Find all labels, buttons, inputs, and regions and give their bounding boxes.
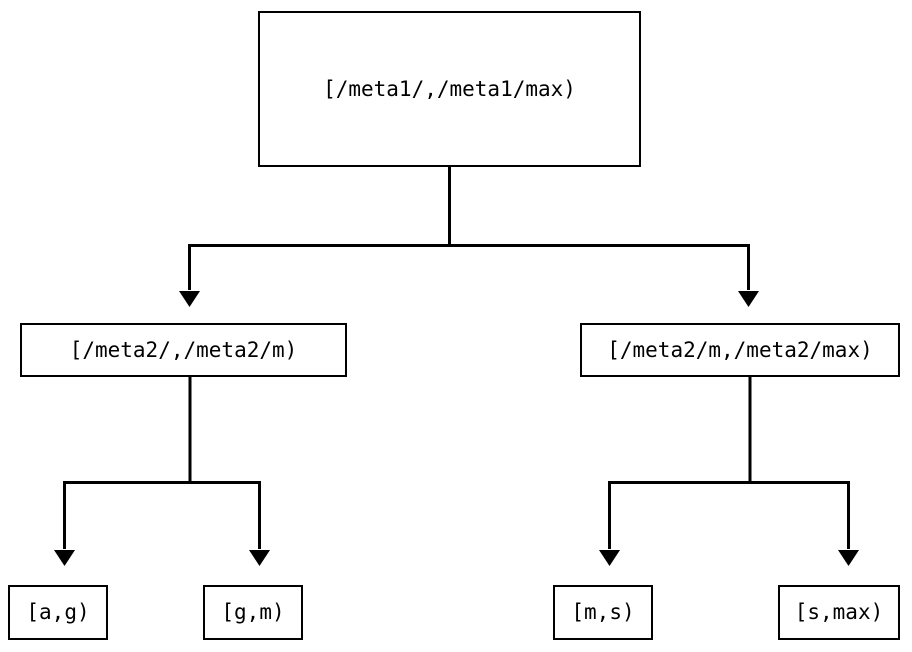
arrowhead-icon (179, 291, 200, 307)
edge-mid-right-to-leaf-3 (599, 377, 752, 566)
arrowhead-icon (599, 550, 620, 566)
tree-node-label: [/meta2/m,/meta2/max) (607, 337, 873, 362)
tree-node-mid-right[interactable]: [/meta2/m,/meta2/max) (580, 323, 900, 377)
arrowhead-icon (738, 291, 759, 307)
edge-root-to-mid-left (179, 167, 451, 307)
tree-node-label: [m,s) (571, 600, 635, 624)
arrowhead-icon (838, 550, 859, 566)
tree-node-leaf-4[interactable]: [s,max) (778, 585, 900, 640)
tree-node-label: [/meta1/,/meta1/max) (323, 76, 576, 101)
tree-node-label: [/meta2/,/meta2/m) (69, 337, 298, 362)
edge-mid-right-to-leaf-4 (750, 481, 859, 566)
tree-node-label: [g,m) (221, 600, 285, 624)
tree-node-leaf-2[interactable]: [g,m) (203, 585, 303, 640)
edge-root-to-mid-right (449, 244, 759, 307)
tree-node-root[interactable]: [/meta1/,/meta1/max) (258, 11, 641, 167)
edge-mid-left-to-leaf-1 (54, 377, 192, 566)
arrowhead-icon (249, 550, 270, 566)
arrowhead-icon (54, 550, 75, 566)
tree-node-label: [s,max) (794, 600, 884, 624)
tree-node-label: [a,g) (26, 600, 90, 624)
edge-mid-left-to-leaf-2 (190, 481, 270, 566)
tree-node-leaf-1[interactable]: [a,g) (8, 585, 108, 640)
tree-node-leaf-3[interactable]: [m,s) (553, 585, 653, 640)
tree-node-mid-left[interactable]: [/meta2/,/meta2/m) (20, 323, 347, 377)
